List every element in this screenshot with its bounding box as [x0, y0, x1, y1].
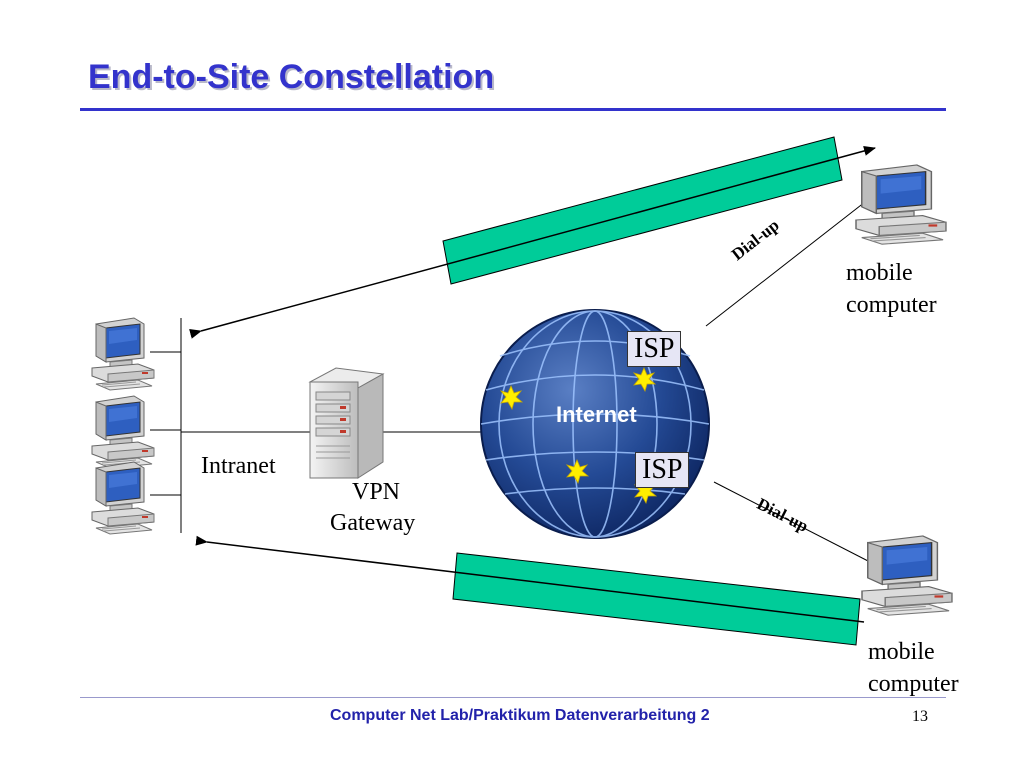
server-tower-icon: [308, 367, 385, 479]
desktop-computer-icon: [855, 164, 947, 245]
vpn-gateway-label-line1: VPN: [352, 479, 401, 505]
vpn-tunnel-bottom: [452, 552, 861, 646]
slide-title: End-to-Site Constellation: [88, 58, 495, 96]
vpn-gateway-label-line2: Gateway: [330, 510, 416, 536]
title-underline: [80, 108, 946, 111]
page-number: 13: [912, 708, 928, 725]
tunnel-arrow-bottom: [195, 535, 865, 623]
desktop-computer-icon: [91, 461, 155, 535]
mobile-computer-label-bottom-line1: mobile: [868, 639, 935, 665]
mobile-computer-label-top-line1: mobile: [846, 260, 913, 286]
dialup-line-bottom: [713, 481, 871, 563]
footer-text: Computer Net Lab/Praktikum Datenverarbei…: [330, 707, 710, 724]
footer-divider: [80, 697, 946, 698]
mobile-computer-label-top-line2: computer: [846, 292, 937, 318]
isp-box-bottom: ISP: [635, 452, 690, 488]
mobile-computer-label-bottom-line2: computer: [868, 671, 959, 697]
desktop-computer-icon: [861, 535, 953, 616]
isp-box-top: ISP: [627, 331, 682, 367]
desktop-computer-icon: [91, 395, 155, 469]
internet-label: Internet: [556, 402, 637, 427]
tunnel-arrow-top: [189, 146, 876, 339]
intranet-label: Intranet: [201, 453, 276, 479]
desktop-computer-icon: [91, 317, 155, 391]
dialup-line-top: [705, 201, 866, 327]
